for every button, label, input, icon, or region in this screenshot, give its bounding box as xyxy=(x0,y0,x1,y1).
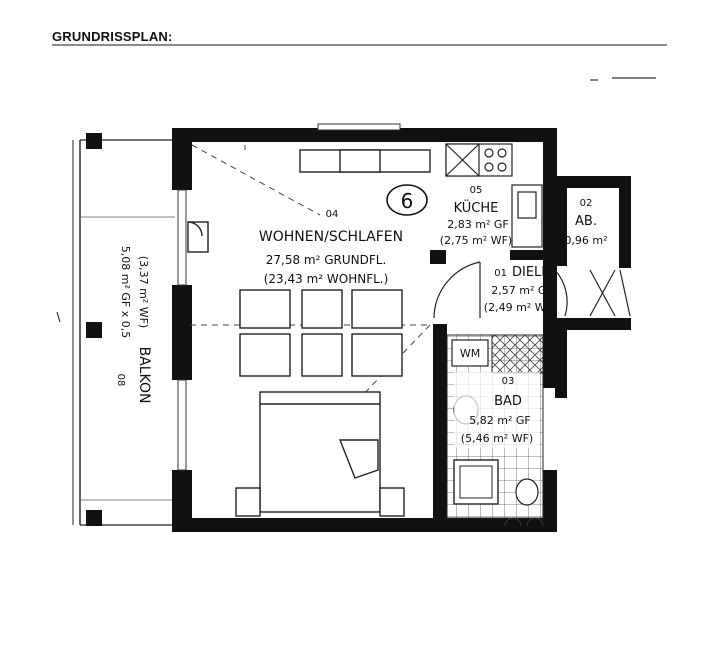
unit-number-badge: 6 xyxy=(386,184,428,216)
room-bad-area-gf: 5,82 m² GF xyxy=(469,414,530,427)
room-balkon-name: BALKON xyxy=(136,347,152,404)
room-kueche-area-gf: 2,83 m² GF xyxy=(447,218,508,231)
bed xyxy=(235,391,405,517)
room-kueche-area-wf: (2,75 m² WF) xyxy=(440,234,512,247)
room-kueche-name: KÜCHE xyxy=(454,199,499,216)
balcony xyxy=(72,133,175,526)
room-diele-area-gf: 2,57 m² GF xyxy=(491,284,552,297)
entry-door xyxy=(433,261,631,319)
room-balkon-area-wf: (3,37 m² WF) xyxy=(137,256,150,328)
page-heading: GRUNDRISSPLAN: xyxy=(52,29,173,44)
room-diele-name: DIELE xyxy=(512,265,550,280)
room-balkon-area-gf: 5,08 m² GF x 0,5 xyxy=(119,246,132,338)
unit-number: 6 xyxy=(401,189,414,213)
room-wohnen-area-wf: (23,43 m² WOHNFL.) xyxy=(264,272,389,286)
room-wohnen-label: 04 WOHNEN/SCHLAFEN 27,58 m² GRUNDFL. (23… xyxy=(259,209,403,286)
room-wohnen-area-gf: 27,58 m² GRUNDFL. xyxy=(266,253,387,267)
room-diele-number: 01 xyxy=(494,268,507,279)
living-furniture xyxy=(187,149,431,377)
room-bad-label: 03 BAD 5,82 m² GF (5,46 m² WF) xyxy=(454,372,540,448)
room-wohnen-name: WOHNEN/SCHLAFEN xyxy=(259,229,403,245)
room-balkon-number: 08 xyxy=(115,374,126,387)
room-diele-area-wf: (2,49 m² WF) xyxy=(484,301,556,314)
room-bad-area-wf: (5,46 m² WF) xyxy=(461,432,533,445)
room-ab-area: 0,96 m² xyxy=(564,234,607,247)
wall-fragments xyxy=(56,77,656,527)
windows xyxy=(177,123,401,471)
room-ab-name: AB. xyxy=(575,214,597,229)
room-ab-label: 02 AB. 0,96 m² xyxy=(564,198,607,247)
room-wohnen-number: 04 xyxy=(326,209,339,220)
heading-rule xyxy=(52,44,667,46)
room-diele-label: 01 DIELE 2,57 m² GF (2,49 m² WF) xyxy=(484,265,556,314)
kitchen-counter xyxy=(445,143,543,248)
room-kueche-number: 05 xyxy=(470,185,483,196)
room-bad-name: BAD xyxy=(494,394,522,409)
room-bad-number: 03 xyxy=(502,376,515,387)
wm-label: WM xyxy=(460,347,480,360)
outer-walls xyxy=(172,128,631,532)
room-kueche-label: 05 KÜCHE 2,83 m² GF (2,75 m² WF) xyxy=(440,185,512,247)
room-ab-number: 02 xyxy=(580,198,593,209)
room-balkon-label: 5,08 m² GF x 0,5 (3,37 m² WF) 08 BALKON xyxy=(115,246,152,404)
